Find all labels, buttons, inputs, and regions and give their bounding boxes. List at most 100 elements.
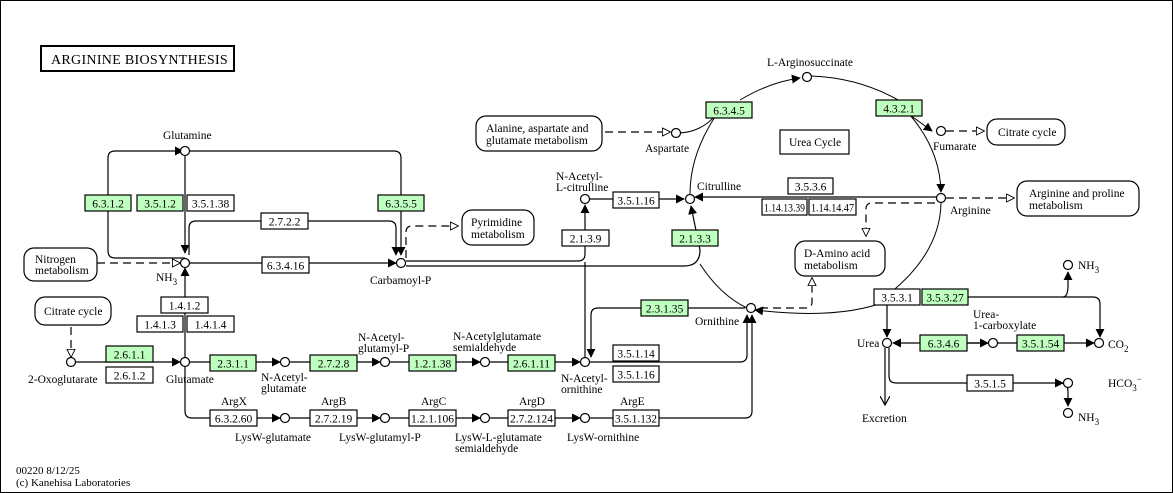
- compound-n-acetyl-ornithine[interactable]: [579, 356, 591, 368]
- enzyme-box-6-3-4-16[interactable]: 6.3.4.16: [261, 256, 310, 274]
- compound-fumarate[interactable]: [935, 125, 947, 137]
- enzyme-box-4-3-2-1[interactable]: 4.3.2.1: [875, 99, 923, 117]
- compound-nh3-top[interactable]: [1062, 259, 1074, 271]
- label-fumarate: Fumarate: [933, 141, 976, 153]
- enzyme-box-3-5-1-38[interactable]: 3.5.1.38: [186, 194, 235, 212]
- label-carbamoyl-p: Carbamoyl-P: [370, 275, 431, 287]
- enzyme-box-3-5-3-1[interactable]: 3.5.3.1: [873, 288, 921, 306]
- enzyme-box-6-3-5-5[interactable]: 6.3.5.5: [377, 194, 425, 212]
- compound-aspartate[interactable]: [670, 127, 682, 139]
- compound-co2[interactable]: [1093, 337, 1105, 349]
- label-n-acetylglutamate-semialdehyde: N-Acetylglutamate: [453, 331, 541, 343]
- enzyme-box-2-1-3-9[interactable]: 2.1.3.9: [561, 229, 610, 247]
- svg-text:Nitrogen: Nitrogen: [35, 254, 76, 266]
- enzyme-box-3-5-1-2[interactable]: 3.5.1.2: [136, 194, 184, 212]
- compound-lysw-l-glutamate-semialdehyde[interactable]: [479, 412, 491, 424]
- enzyme-ec-label: 1.14.13.39: [764, 203, 805, 215]
- label-arginine: Arginine: [950, 205, 991, 217]
- enzyme-box-3-5-1-5[interactable]: 3.5.1.5: [966, 374, 1014, 392]
- enzyme-box-6-3-2-60[interactable]: 6.3.2.60: [209, 409, 258, 427]
- compound-arginine[interactable]: [935, 192, 947, 204]
- enzyme-ec-label: 6.3.5.5: [385, 199, 417, 211]
- enzyme-box-1-2-1-38[interactable]: 1.2.1.38: [408, 354, 457, 372]
- map-link-pyrimidine-metabolism[interactable]: Pyrimidine metabolism: [461, 209, 535, 246]
- compound-n-acetyl-glutamate[interactable]: [279, 356, 291, 368]
- compound-lysw-glutamate[interactable]: [279, 412, 291, 424]
- map-link-arginine-proline-metabolism[interactable]: Arginine and proline metabolism: [1016, 180, 1140, 217]
- label-n-acetyl-glutamate: N-Acetyl-: [261, 372, 308, 384]
- label-l-arginosuccinate: L-Arginosuccinate: [767, 57, 853, 69]
- enzyme-box-2-1-3-3[interactable]: 2.1.3.3: [671, 229, 719, 247]
- enzyme-box-2-6-1-2[interactable]: 2.6.1.2: [105, 366, 154, 384]
- enzyme-ec-label: 2.7.2.2: [269, 217, 301, 229]
- enzyme-box-6-3-4-6[interactable]: 6.3.4.6: [919, 334, 968, 352]
- compound-n-acetyl-glutamyl-p[interactable]: [379, 356, 391, 368]
- enzyme-box-1-4-1-4[interactable]: 1.4.1.4: [186, 315, 235, 333]
- enzyme-box-3-5-3-6[interactable]: 3.5.3.6: [787, 177, 834, 195]
- enzyme-box-2-6-1-11[interactable]: 2.6.1.11: [507, 354, 556, 372]
- label-nh3-bottom: NH3: [1078, 412, 1100, 427]
- enzyme-ec-label: 6.3.4.16: [267, 261, 305, 273]
- enzyme-ec-label: 3.5.1.5: [974, 379, 1006, 391]
- enzyme-box-3-5-1-16[interactable]: 3.5.1.16: [612, 365, 660, 383]
- enzyme-box-3-5-1-14[interactable]: 3.5.1.14: [612, 344, 660, 362]
- label-argb: ArgB: [321, 396, 347, 408]
- compound-citrulline[interactable]: [684, 193, 696, 205]
- svg-text:glutamate: glutamate: [261, 383, 306, 395]
- enzyme-box-1-2-1-106[interactable]: 1.2.1.106: [408, 409, 457, 427]
- enzyme-ec-label: 6.3.1.2: [92, 199, 124, 211]
- enzyme-box-6-3-4-5[interactable]: 6.3.4.5: [705, 101, 753, 119]
- compound-n-acetylglutamate-semialdehyde[interactable]: [479, 356, 491, 368]
- enzyme-ec-label: 2.7.2.124: [510, 414, 553, 426]
- enzyme-box-2-7-2-19[interactable]: 2.7.2.19: [309, 409, 358, 427]
- enzyme-box-2-7-2-2[interactable]: 2.7.2.2: [260, 212, 309, 230]
- enzyme-box-2-3-1-35[interactable]: 2.3.1.35: [640, 299, 689, 317]
- label-nh3: NH3: [156, 272, 178, 287]
- enzyme-box-3-5-1-16[interactable]: 3.5.1.16: [612, 191, 660, 209]
- compound-urea[interactable]: [881, 337, 893, 349]
- compound-glutamate[interactable]: [179, 356, 191, 368]
- label-lysw-l-glutamate-semialdehyde: LysW-L-glutamate: [455, 432, 542, 444]
- compound-nh3-bottom[interactable]: [1062, 407, 1074, 419]
- label-2-oxoglutarate: 2-Oxoglutarate: [28, 374, 98, 386]
- enzyme-box-3-5-1-54[interactable]: 3.5.1.54: [1016, 334, 1065, 352]
- enzyme-box-3-5-1-132[interactable]: 3.5.1.132: [612, 409, 660, 427]
- svg-text:semialdehyde: semialdehyde: [453, 342, 516, 354]
- enzyme-box-2-6-1-1[interactable]: 2.6.1.1: [105, 345, 154, 363]
- enzyme-box-2-3-1-1[interactable]: 2.3.1.1: [209, 354, 257, 372]
- compound-urea-1-carboxylate[interactable]: [987, 337, 999, 349]
- compound-glutamine[interactable]: [179, 145, 191, 157]
- compound-labels: Glutamine NH3 Carbamoyl-P 2-Oxoglutarate…: [28, 57, 1142, 455]
- map-link-citrate-cycle-left[interactable]: Citrate cycle: [34, 296, 112, 326]
- urea-cycle-label[interactable]: Urea Cycle: [779, 129, 850, 155]
- compound-2-oxoglutarate[interactable]: [65, 356, 77, 368]
- compound-nh3[interactable]: [179, 257, 191, 269]
- map-link-citrate-cycle-right[interactable]: Citrate cycle: [986, 118, 1066, 146]
- enzyme-box-1-14-14-47[interactable]: 1.14.14.47: [808, 198, 857, 216]
- enzyme-box-1-4-1-3[interactable]: 1.4.1.3: [136, 315, 184, 333]
- compound-lysw-ornithine[interactable]: [579, 412, 591, 424]
- map-link-alanine-aspartate-glutamate[interactable]: Alanine, aspartate and glutamate metabol…: [475, 115, 603, 152]
- enzyme-box-2-7-2-124[interactable]: 2.7.2.124: [507, 409, 556, 427]
- enzyme-box-6-3-1-2[interactable]: 6.3.1.2: [84, 194, 132, 212]
- label-lysw-ornithine: LysW-ornithine: [567, 432, 639, 444]
- enzyme-ec-label: 2.3.1.1: [217, 359, 249, 371]
- compound-carbamoyl-p[interactable]: [395, 257, 407, 269]
- compound-hco3[interactable]: [1062, 377, 1074, 389]
- compound-n-acetyl-l-citrulline[interactable]: [579, 193, 591, 205]
- enzyme-ec-label: 6.3.4.6: [928, 339, 960, 351]
- label-co2: CO2: [1108, 339, 1128, 354]
- svg-text:D-Amino acid: D-Amino acid: [804, 248, 870, 260]
- compound-lysw-glutamyl-p[interactable]: [379, 412, 391, 424]
- enzyme-box-1-14-13-39[interactable]: 1.14.13.39: [761, 198, 808, 216]
- enzyme-box-1-4-1-2[interactable]: 1.4.1.2: [160, 296, 209, 314]
- enzyme-box-3-5-3-27[interactable]: 3.5.3.27: [921, 288, 969, 306]
- svg-text:metabolism: metabolism: [471, 229, 525, 241]
- enzyme-box-2-7-2-8[interactable]: 2.7.2.8: [309, 354, 358, 372]
- compound-l-arginosuccinate[interactable]: [801, 71, 813, 83]
- enzyme-ec-label: 2.6.1.11: [513, 359, 550, 371]
- map-link-nitrogen-metabolism[interactable]: Nitrogen metabolism: [23, 247, 98, 282]
- label-excretion: Excretion: [862, 413, 907, 425]
- map-link-d-amino-acid-metabolism[interactable]: D-Amino acid metabolism: [794, 240, 886, 277]
- compound-ornithine[interactable]: [745, 302, 757, 314]
